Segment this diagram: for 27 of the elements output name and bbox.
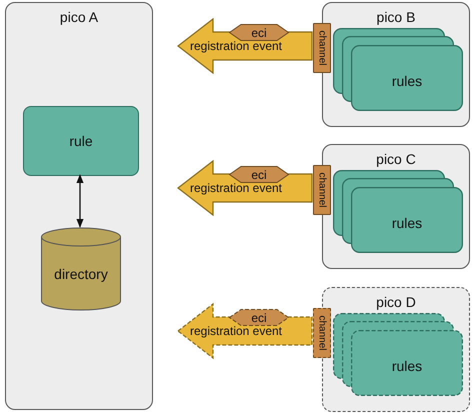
channel-label: channel (316, 30, 328, 66)
container-title: pico A (60, 9, 98, 25)
card-label: rule (69, 133, 93, 149)
container-title: pico D (376, 294, 416, 310)
channel-tab (313, 165, 331, 215)
container-title: pico B (376, 9, 416, 25)
rule-card (23, 106, 139, 176)
edge-label: registration event (190, 39, 282, 53)
double-arrow (76, 174, 84, 228)
channel-label: channel (316, 315, 328, 351)
channel-label: channel (316, 172, 328, 208)
pico-container (5, 2, 153, 410)
card-label: rules (392, 73, 422, 89)
cylinder-label: directory (54, 266, 108, 282)
container-title: pico C (376, 151, 416, 167)
block-arrow (177, 302, 313, 360)
edge-label: registration event (190, 181, 282, 195)
eci-label: eci (251, 168, 267, 182)
eci-label: eci (251, 26, 267, 40)
channel-tab (313, 23, 331, 73)
card-label: rules (392, 215, 422, 231)
card-label: rules (392, 358, 422, 374)
eci-label: eci (251, 310, 267, 324)
block-arrow (177, 160, 313, 216)
block-arrow (177, 18, 313, 74)
channel-tab (313, 308, 331, 358)
edge-label: registration event (190, 324, 282, 338)
